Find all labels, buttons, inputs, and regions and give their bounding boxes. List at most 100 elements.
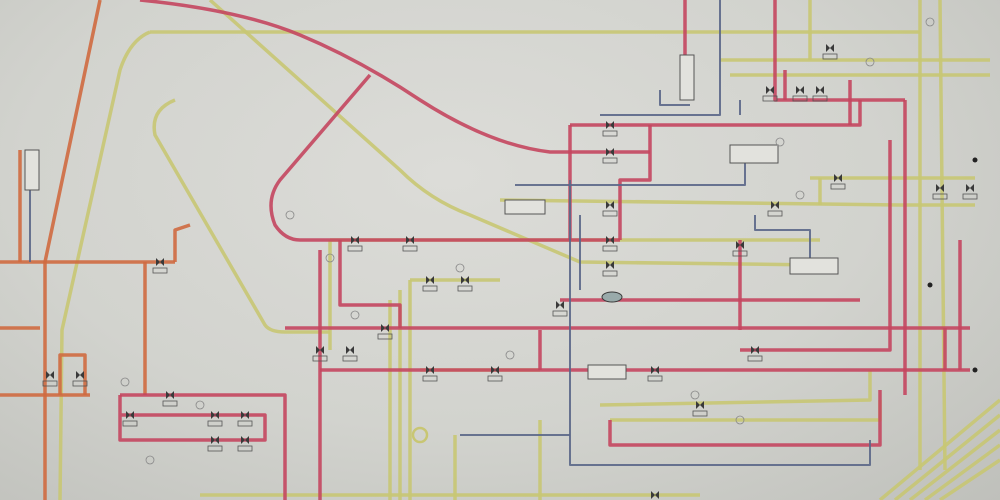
vessel [504,199,546,215]
valve [46,371,54,379]
tag-box [377,333,393,340]
tag-box [792,95,808,102]
pipe-blue [754,215,811,265]
valve [156,258,164,266]
pipe-red [570,100,862,127]
valve [606,148,614,156]
valve [751,346,759,354]
tag-box [767,210,783,217]
instrument-bubble [285,210,295,220]
tag-box [932,193,948,200]
valve [766,86,774,94]
tag-box [552,310,568,317]
pipe-orange [58,353,87,395]
pipe-red [118,395,267,442]
tag-box [732,250,748,257]
valve [826,44,834,52]
tag-box [312,355,328,362]
pipe-blue [569,180,871,466]
pipe-red [773,0,905,102]
tag-box [602,270,618,277]
valve [606,121,614,129]
tag-box [692,410,708,417]
junction-dot [927,282,933,288]
pipe-red [740,140,892,352]
tag-box [237,445,253,452]
valve [241,436,249,444]
tag-box [602,157,618,164]
tag-box [487,375,503,382]
valve [76,371,84,379]
tag-box [762,95,778,102]
pipe-yellow [923,443,1000,500]
vessel [587,364,627,380]
pipe-yellow [152,98,330,334]
vessel [729,144,779,164]
valve [126,411,134,419]
pipe-yellow [878,398,1000,500]
vessel [789,257,839,275]
pipe-orange [173,223,191,262]
junction-dot [972,367,978,373]
valve [351,236,359,244]
pipe-yellow [499,198,975,207]
valve [936,184,944,192]
pipe-orange [43,0,102,500]
valve [211,411,219,419]
valve [426,366,434,374]
instrument-bubble [195,400,205,410]
instrument-bubble [325,253,335,263]
instrument-bubble [145,455,155,465]
valve [966,184,974,192]
pipe-red [269,73,620,242]
tag-box [162,400,178,407]
instrument-bubble [925,17,935,27]
valve [406,236,414,244]
instrument-bubble [775,137,785,147]
tag-box [122,420,138,427]
tag-box [72,380,88,387]
tag-box [962,193,978,200]
valve [651,366,659,374]
pipe-yellow [208,0,821,267]
pipe-yellow [908,428,1000,500]
valve [771,201,779,209]
tag-box [342,355,358,362]
tag-box [422,285,438,292]
tag-box [830,183,846,190]
valve [651,491,659,499]
valve [166,391,174,399]
tag-box [422,375,438,382]
pipe-yellow [599,370,872,407]
instrument-bubble [865,57,875,67]
pipe-red [618,125,652,240]
instrument-bubble [505,350,515,360]
tag-box [812,95,828,102]
junction-dot [972,157,978,163]
valve [606,236,614,244]
vessel [24,149,40,191]
pipe-red [120,393,287,500]
gauge-circle [411,426,429,444]
pipe-red [139,0,650,154]
tag-box [457,285,473,292]
valve [736,241,744,249]
instrument-bubble [455,263,465,273]
tag-box [747,355,763,362]
valve [606,261,614,269]
tag-box [237,420,253,427]
pipe-red [608,390,882,447]
valve [696,401,704,409]
valve [606,201,614,209]
valve [556,301,564,309]
valve [381,324,389,332]
tag-box [402,245,418,252]
tag-box [207,445,223,452]
valve [211,436,219,444]
valve [426,276,434,284]
valve [346,346,354,354]
instrument-bubble [350,310,360,320]
pump-symbol [601,291,623,303]
